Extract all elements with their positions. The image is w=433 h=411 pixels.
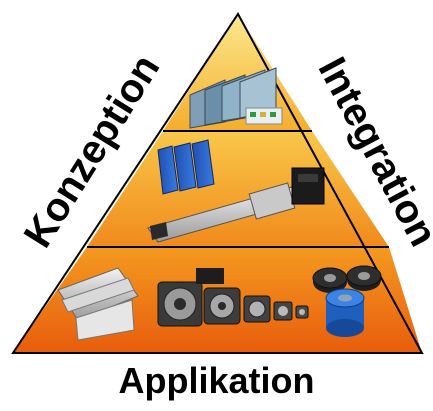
label-applikation: Applikation — [118, 360, 315, 401]
pyramid-outline — [11, 12, 424, 354]
pyramid-level-middle — [87, 131, 389, 247]
controller-boards-image — [189, 67, 283, 129]
drives-and-linear-actuator-image — [147, 139, 325, 243]
linear-stage-servomotors-rollers-image — [57, 265, 382, 341]
